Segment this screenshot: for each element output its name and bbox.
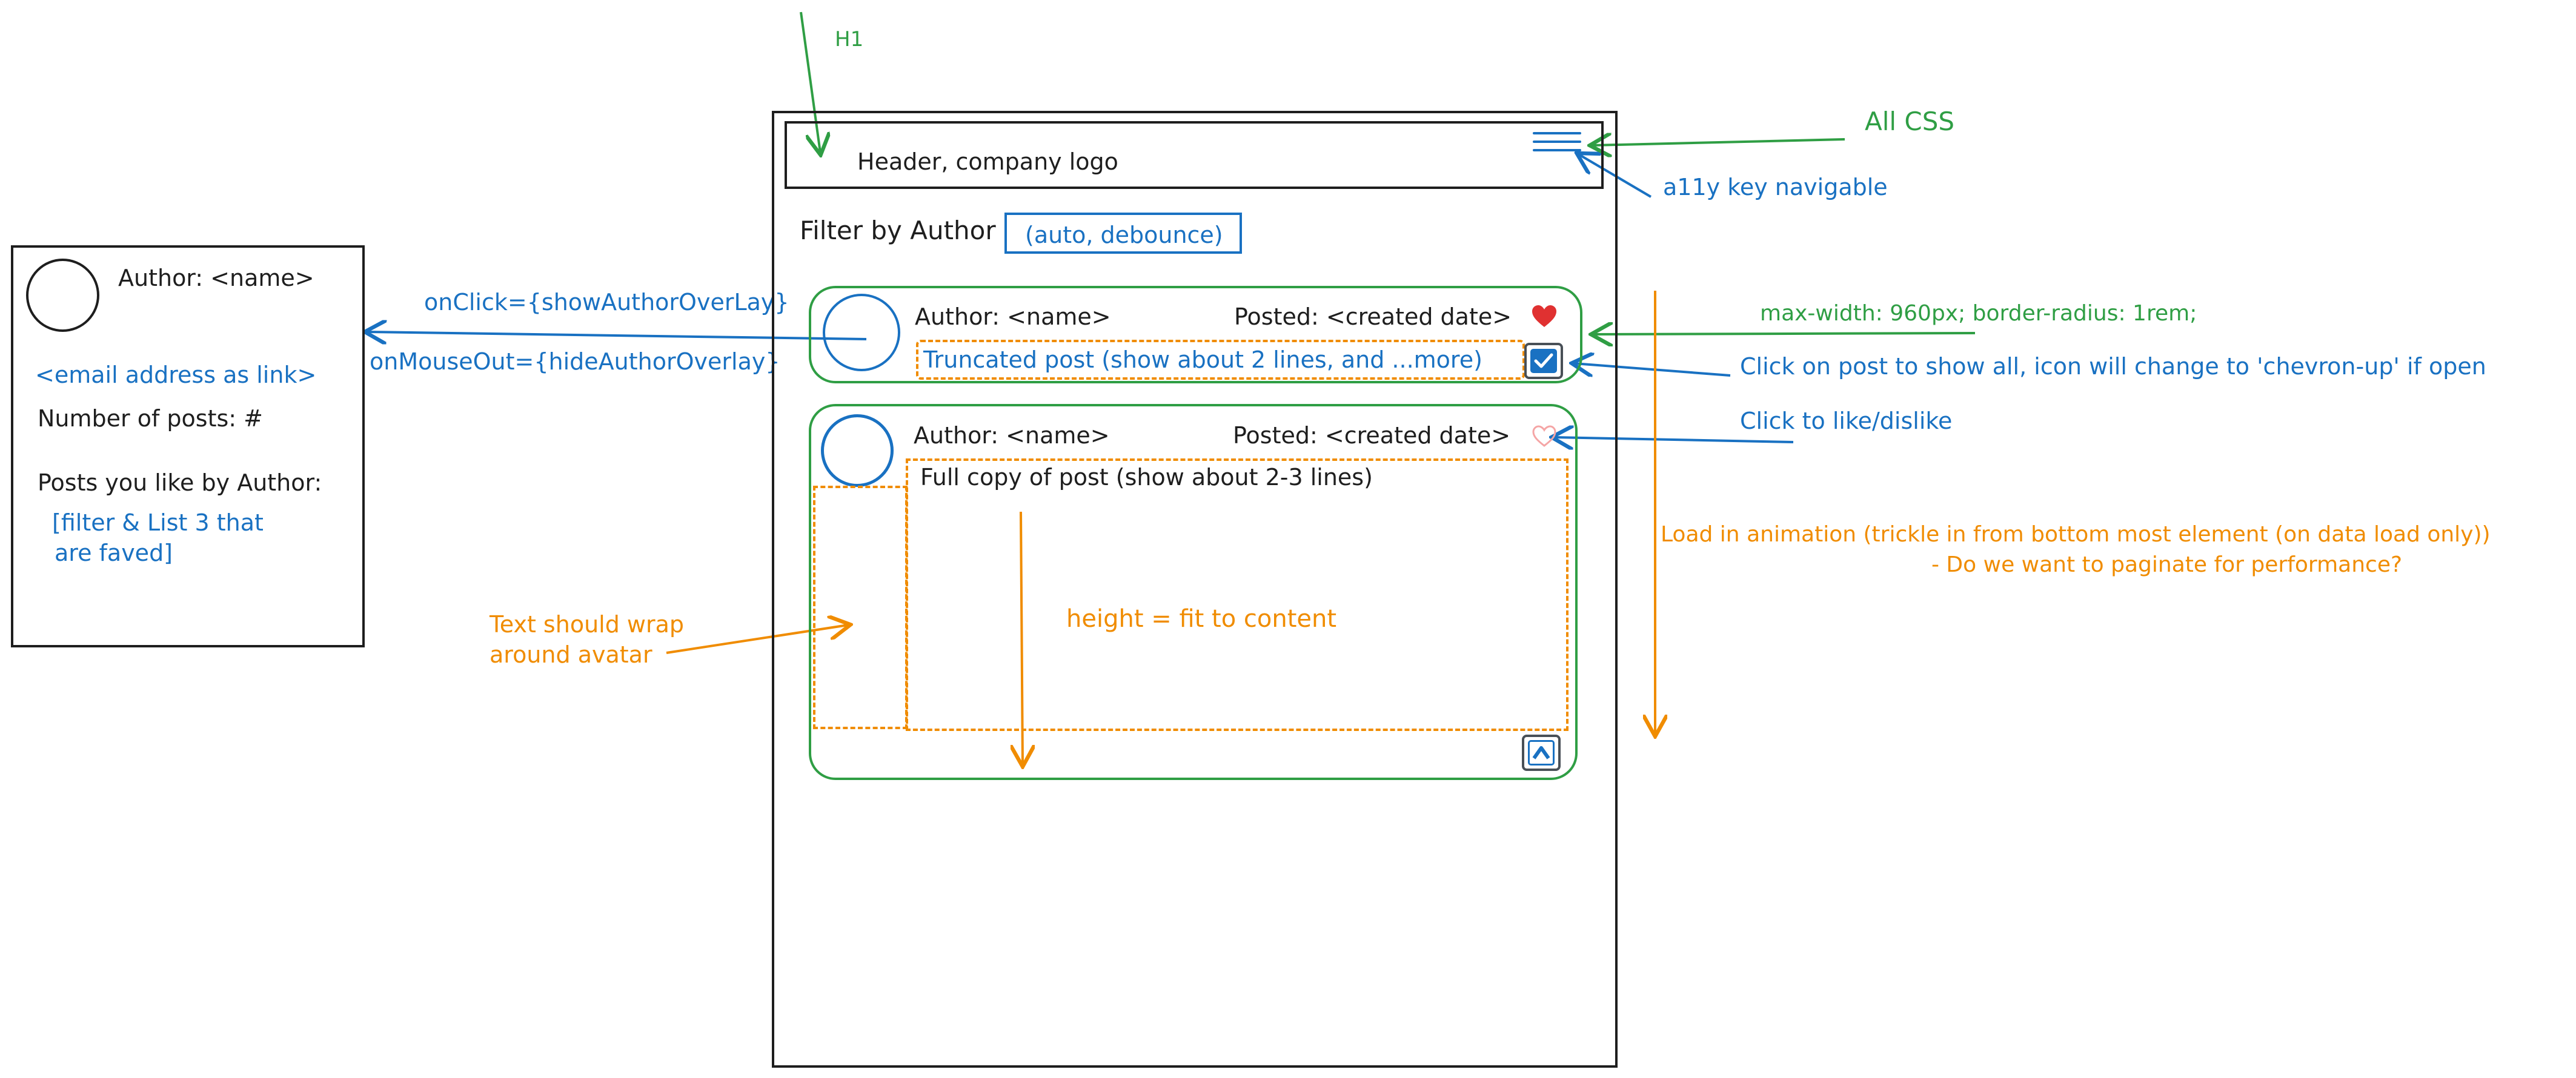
height-fit-arrow (1021, 511, 1023, 764)
overlay-liked-heading: Posts you like by Author: (38, 469, 322, 496)
click-post-annotation: Click on post to show all, icon will cha… (1740, 353, 2486, 380)
text-wrap-annotation-line2: around avatar (490, 641, 652, 668)
all-css-arrow (1592, 139, 1845, 145)
author-filter-value: (auto, debounce) (1025, 222, 1223, 248)
overlay-arrow (367, 332, 867, 339)
post-card-truncated[interactable] (809, 286, 1582, 383)
author-avatar[interactable] (823, 294, 900, 371)
a11y-annotation: a11y key navigable (1663, 174, 1888, 200)
checkbox-icon (1530, 349, 1557, 373)
collapse-post-button[interactable] (1522, 735, 1561, 771)
heart-filled-icon[interactable] (1531, 304, 1558, 331)
pagination-annotation: - Do we want to paginate for performance… (1931, 552, 2403, 577)
author-overlay (11, 245, 365, 647)
post-author: Author: <name> (915, 303, 1111, 330)
filter-label: Filter by Author (800, 216, 996, 245)
post-card-expanded[interactable] (809, 404, 1578, 780)
expand-post-button[interactable] (1524, 343, 1563, 379)
h1-arrow (800, 12, 820, 153)
post-date: Posted: <created date> (1233, 422, 1511, 449)
overlay-author-name: Author: <name> (118, 265, 314, 291)
header-title: Header, company logo (857, 148, 1118, 175)
max-width-arrow (1593, 333, 1976, 334)
text-wrap-arrow (666, 625, 848, 654)
overlay-liked-list-line2: are faved] (55, 540, 173, 566)
click-like-arrow (1554, 437, 1794, 442)
header: Header, company logo (785, 121, 1604, 189)
post-date: Posted: <created date> (1234, 303, 1512, 330)
author-filter-input[interactable]: (auto, debounce) (1004, 213, 1242, 254)
hamburger-icon[interactable] (1533, 132, 1581, 154)
click-like-annotation: Click to like/dislike (1740, 408, 1953, 434)
onmouseout-annotation: onMouseOut={hideAuthorOverlay} (370, 348, 780, 375)
all-css-annotation: All CSS (1865, 107, 1955, 136)
heart-outline-icon[interactable] (1531, 424, 1558, 451)
full-post-text: Full copy of post (show about 2-3 lines) (920, 464, 1373, 491)
page-frame (772, 111, 1618, 1068)
avatar-wrap-area (813, 486, 908, 729)
overlay-post-count: Number of posts: # (38, 405, 264, 432)
load-animation-annotation: Load in animation (trickle in from botto… (1661, 522, 2491, 547)
onclick-annotation: onClick={showAuthorOverLay} (424, 289, 789, 316)
overlay-liked-list: [filter & List 3 that (52, 509, 264, 536)
author-avatar[interactable] (821, 414, 894, 487)
truncated-post-text: Truncated post (show about 2 lines, and … (923, 346, 1482, 373)
height-fit-annotation: height = fit to content (1066, 605, 1337, 633)
max-width-annotation: max-width: 960px; border-radius: 1rem; (1760, 301, 2197, 326)
truncated-post-body[interactable]: Truncated post (show about 2 lines, and … (916, 340, 1525, 380)
overlay-email-link[interactable]: <email address as link> (35, 362, 317, 388)
overlay-author-avatar (26, 259, 99, 332)
text-wrap-annotation: Text should wrap (490, 611, 685, 638)
h1-annotation: H1 (835, 27, 864, 51)
chevron-up-icon (1528, 740, 1555, 766)
post-author: Author: <name> (914, 422, 1110, 449)
full-post-body: Full copy of post (show about 2-3 lines) (906, 458, 1569, 731)
click-post-arrow (1574, 363, 1731, 375)
a11y-arrow (1579, 154, 1652, 198)
